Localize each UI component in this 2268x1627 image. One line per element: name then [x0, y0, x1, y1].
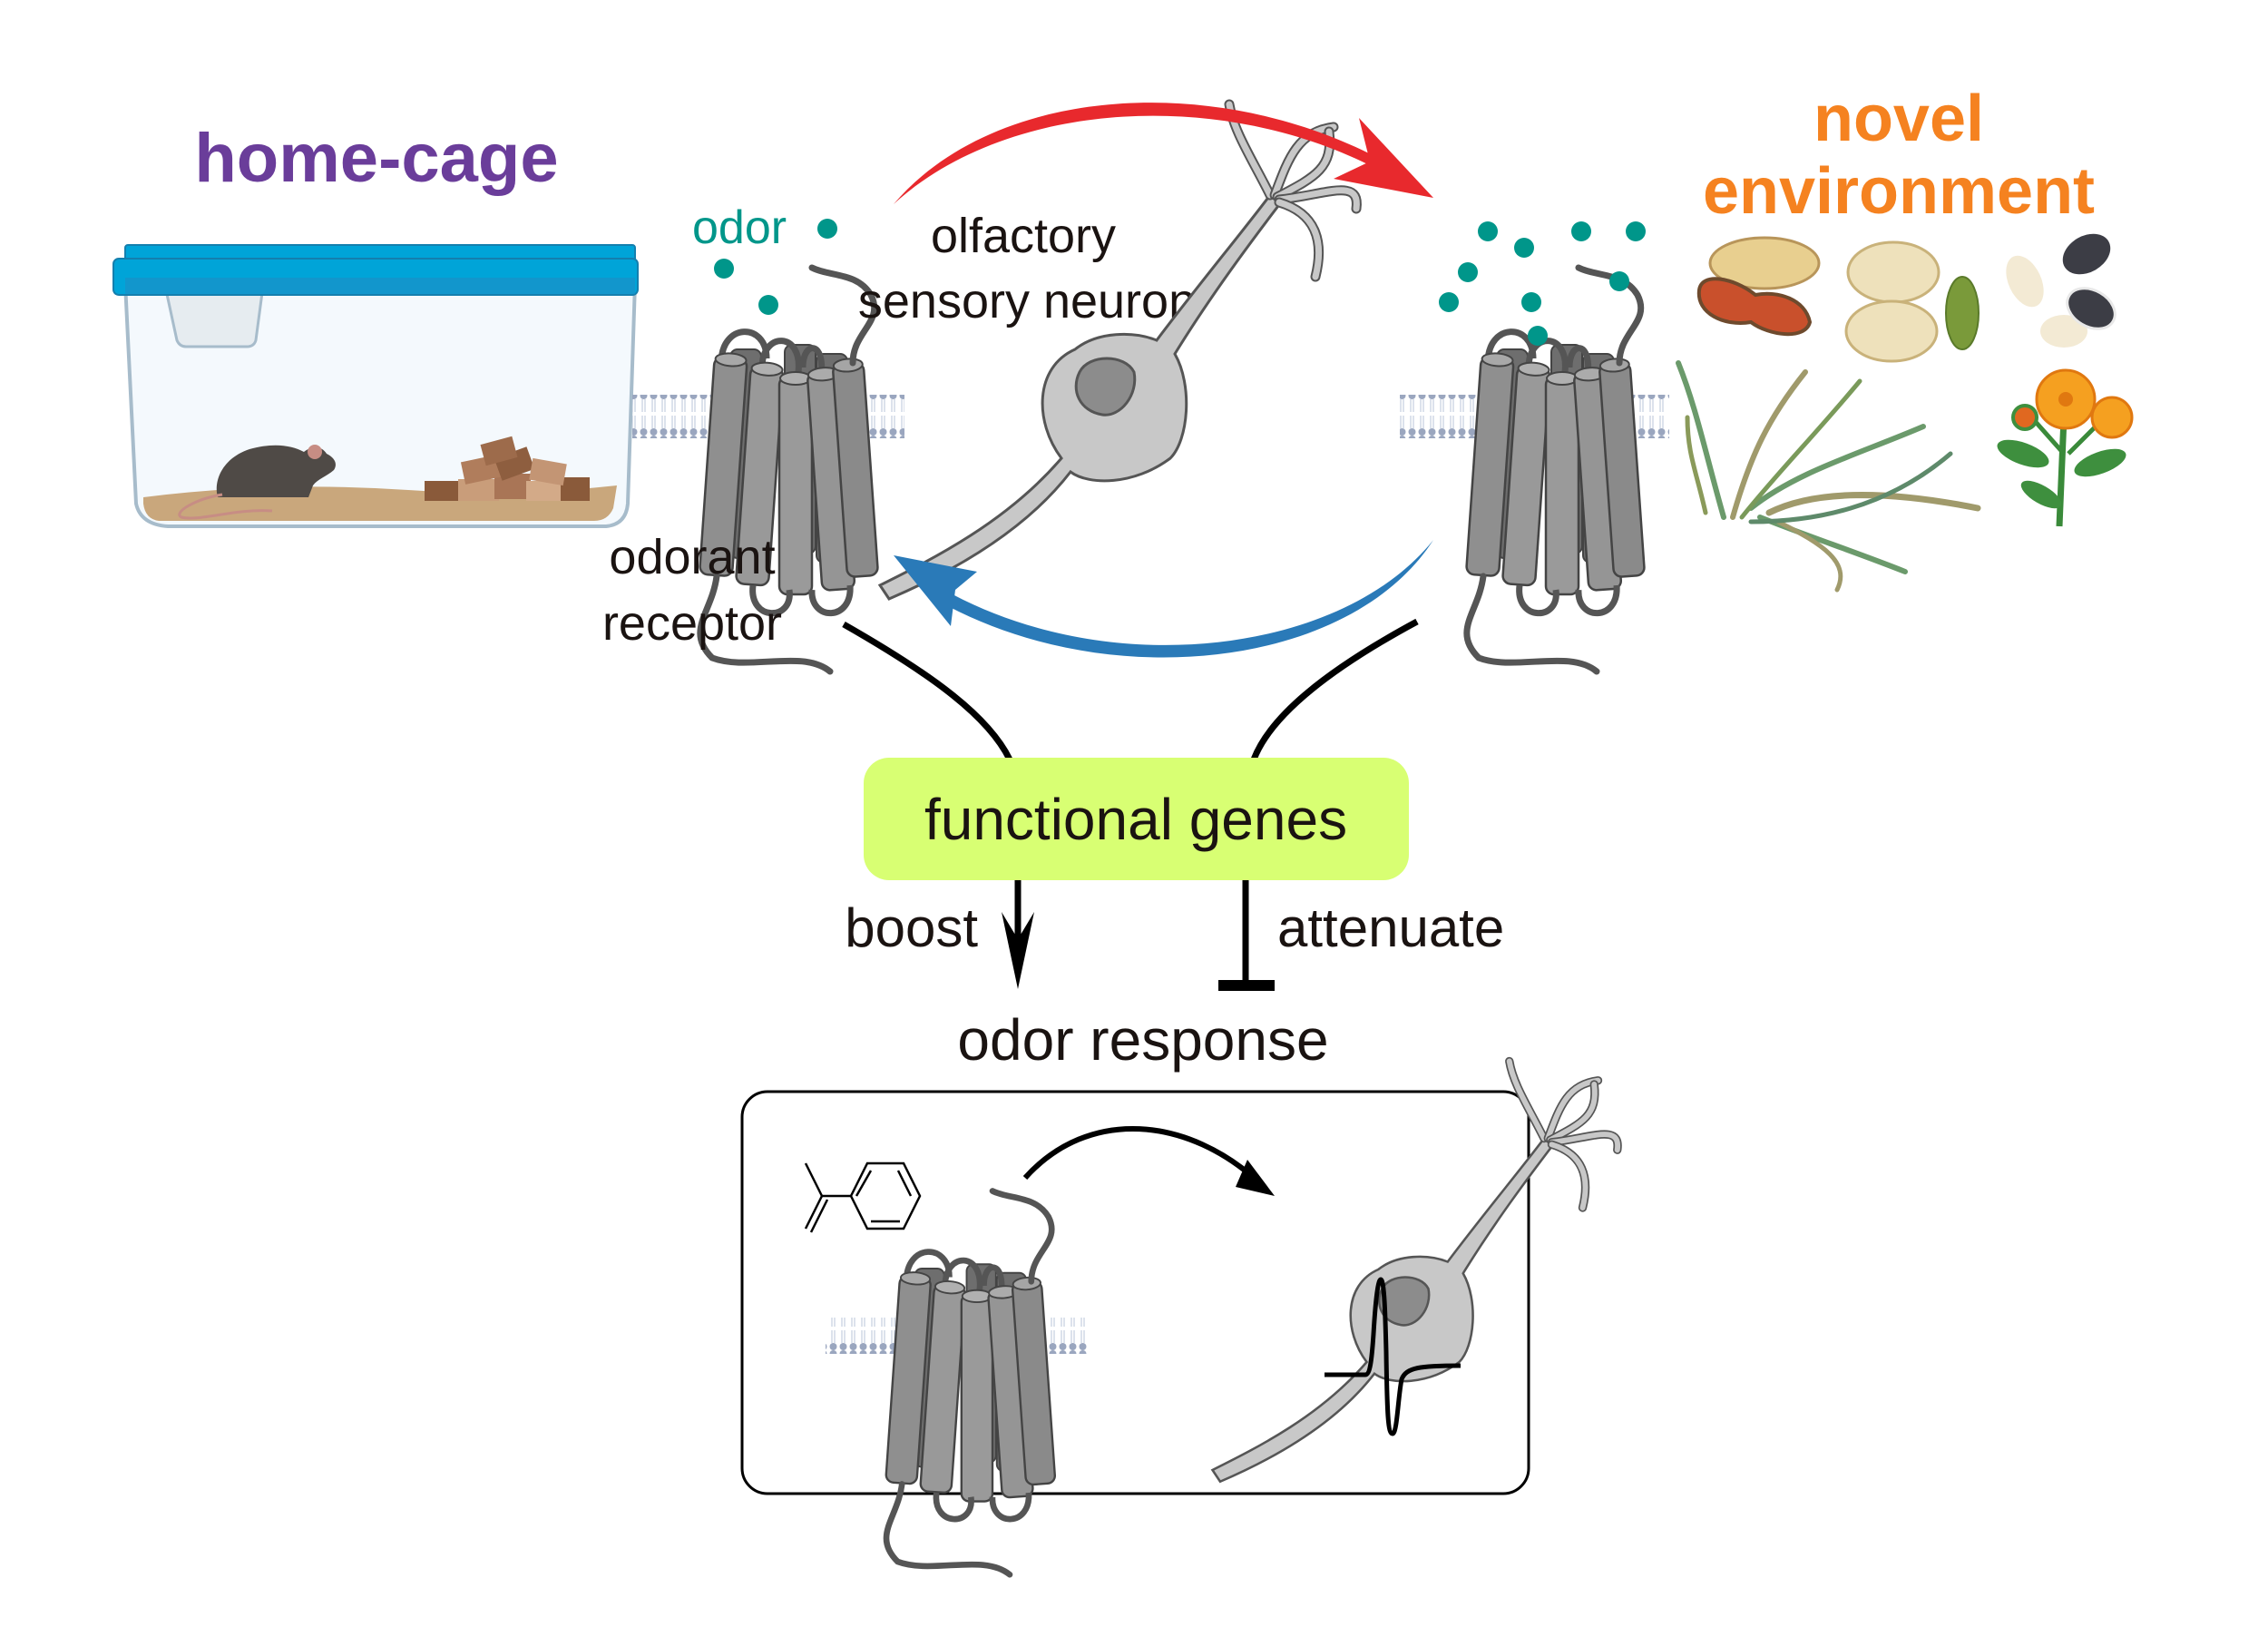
odor-molecules-left — [714, 219, 837, 315]
attenuate-label: attenuate — [1277, 897, 1504, 958]
novel-title-line1: novel — [1813, 83, 1984, 155]
red-arrow — [894, 103, 1433, 204]
odor-label: odor — [692, 201, 787, 254]
activation-arrowhead — [1236, 1160, 1275, 1196]
attenuate-inhibitor — [1218, 880, 1275, 991]
odor-response-label: odor response — [957, 1007, 1328, 1073]
odorant-receptor-right-icon — [1466, 268, 1645, 671]
blue-arrow — [894, 540, 1433, 658]
boost-label: boost — [845, 897, 978, 958]
connector-right — [1250, 618, 1419, 761]
olfactory-neuron-icon — [880, 104, 1356, 599]
mouse-icon — [178, 445, 336, 520]
connector-left — [842, 621, 1013, 761]
seeds-icon — [1696, 233, 2116, 363]
odor-molecules-right — [1439, 221, 1646, 346]
functional-genes-label: functional genes — [924, 787, 1347, 852]
grass-icon — [1676, 360, 1981, 593]
receptor-label-line2: receptor — [602, 596, 782, 651]
receptor-label-line1: odorant — [609, 530, 775, 584]
marigold-icon — [1997, 368, 2134, 527]
action-potential-trace — [1325, 1277, 1461, 1436]
home-cage-title: home-cage — [194, 120, 558, 197]
functional-genes-box — [864, 758, 1409, 880]
bedding-icon — [425, 436, 590, 501]
osn-label-line2: sensory neuron — [858, 274, 1196, 328]
boost-arrow — [1002, 880, 1034, 989]
novel-title-line2: environment — [1703, 155, 2095, 228]
activation-arrow — [1022, 1125, 1264, 1187]
odorant-molecule-icon — [804, 1161, 922, 1233]
osn-label-line1: olfactory — [931, 209, 1116, 263]
